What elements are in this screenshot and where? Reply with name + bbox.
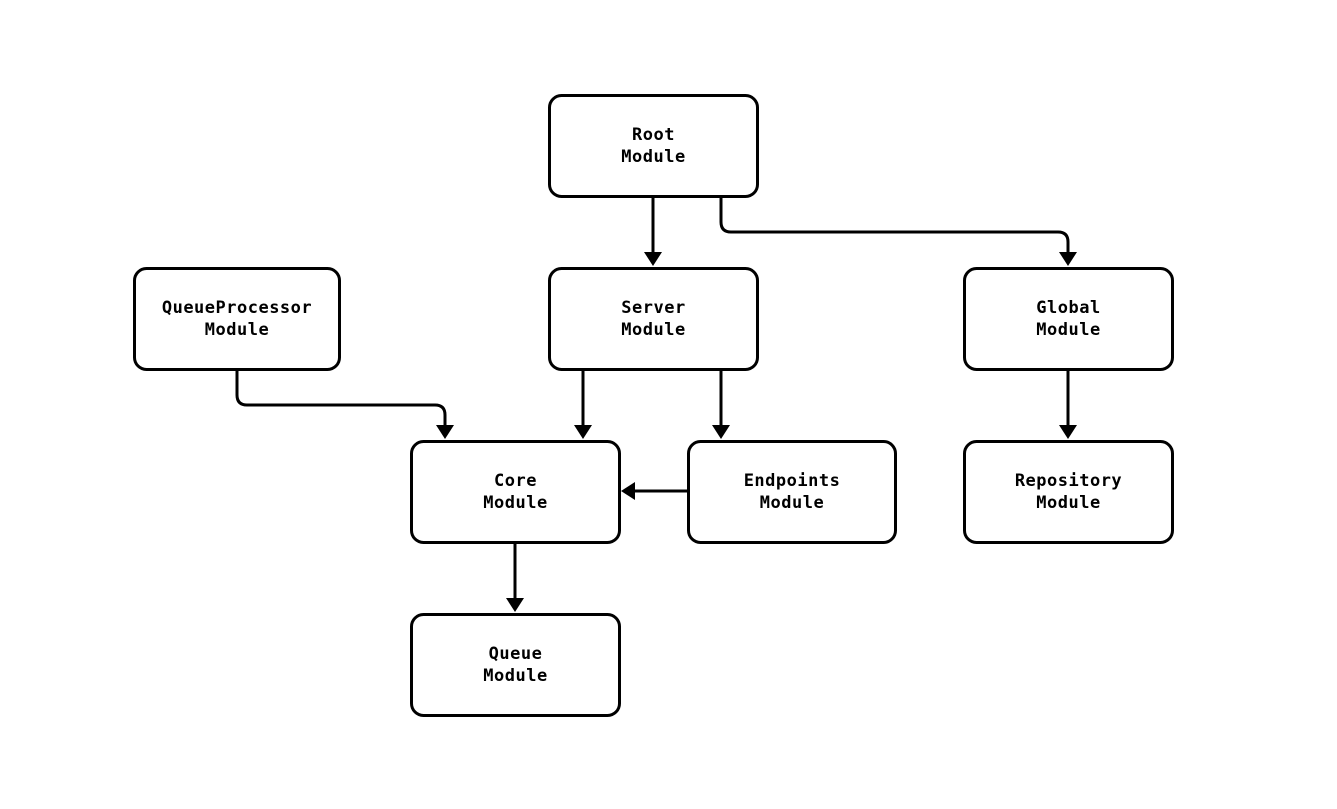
edge-endpoints-to-core-arrowhead-icon <box>621 482 635 500</box>
edge-root-to-global <box>719 198 1077 266</box>
root-module-label-line1: Root <box>632 125 675 145</box>
global-module-label-line2: Module <box>1036 320 1100 340</box>
edge-queueprocessor-to-core <box>235 371 454 439</box>
edge-root-to-server <box>644 198 662 266</box>
queueprocessor-module-label-line1: QueueProcessor <box>162 298 312 318</box>
edge-core-to-queue <box>506 544 524 612</box>
endpoints-module-label-line2: Module <box>760 493 824 513</box>
edge-queueprocessor-to-core-arrowhead-icon <box>436 425 454 439</box>
edge-queueprocessor-to-core-line <box>235 371 447 426</box>
edge-server-to-endpoints-arrowhead-icon <box>712 425 730 439</box>
global-module-label-line1: Global <box>1036 298 1100 318</box>
repository-module-label-line2: Module <box>1036 493 1100 513</box>
root-module-box[interactable] <box>548 94 759 198</box>
server-module-label-line2: Module <box>621 320 685 340</box>
edge-root-to-global-arrowhead-icon <box>1059 252 1077 266</box>
edge-root-to-server-arrowhead-icon <box>644 252 662 266</box>
endpoints-module-box[interactable] <box>687 440 897 544</box>
edge-global-to-repository <box>1059 371 1077 439</box>
edge-server-to-core <box>574 371 592 439</box>
global-module-box[interactable] <box>963 267 1174 371</box>
edge-endpoints-to-core <box>621 482 687 500</box>
server-module-label-line1: Server <box>621 298 685 318</box>
repository-module-label-line1: Repository <box>1015 471 1122 491</box>
queueprocessor-module-label-line2: Module <box>205 320 269 340</box>
core-module-label-line1: Core <box>494 471 537 491</box>
edge-root-to-global-line <box>719 198 1070 253</box>
endpoints-module-label-line1: Endpoints <box>744 471 841 491</box>
server-module-box[interactable] <box>548 267 759 371</box>
edges-layer <box>235 198 1077 612</box>
queue-module-box[interactable] <box>410 613 621 717</box>
edge-global-to-repository-arrowhead-icon <box>1059 425 1077 439</box>
edge-server-to-core-arrowhead-icon <box>574 425 592 439</box>
queueprocessor-module-box[interactable] <box>133 267 341 371</box>
edge-server-to-endpoints <box>712 371 730 439</box>
edge-core-to-queue-arrowhead-icon <box>506 598 524 612</box>
core-module-box[interactable] <box>410 440 621 544</box>
root-module-label-line2: Module <box>621 147 685 167</box>
core-module-label-line2: Module <box>483 493 547 513</box>
queue-module-label-line2: Module <box>483 666 547 686</box>
repository-module-box[interactable] <box>963 440 1174 544</box>
nodes-layer: RootModuleQueueProcessorModuleServerModu… <box>133 94 1174 717</box>
queue-module-label-line1: Queue <box>489 644 543 664</box>
